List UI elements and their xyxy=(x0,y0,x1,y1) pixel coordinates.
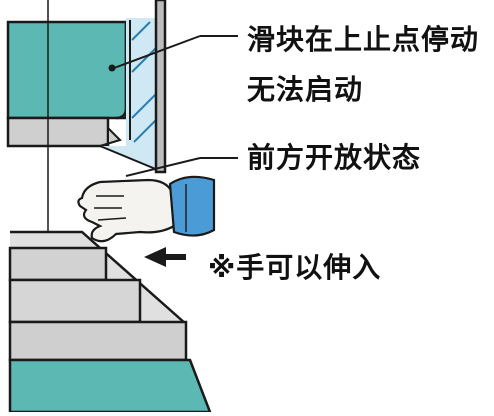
leader-line-slide xyxy=(113,35,201,69)
label-slide-stopped: 滑块在上止点停动 xyxy=(247,23,480,56)
hand-icon xyxy=(77,175,216,243)
slide-block xyxy=(6,20,128,148)
label-front-open: 前方开放状态 xyxy=(247,141,422,174)
left-arrow-icon xyxy=(144,247,186,267)
label-cannot-start: 无法启动 xyxy=(247,73,364,106)
label-hand-can-enter: ※手可以伸入 xyxy=(208,251,382,284)
leader-line-front xyxy=(125,157,201,177)
lower-die xyxy=(8,230,212,414)
